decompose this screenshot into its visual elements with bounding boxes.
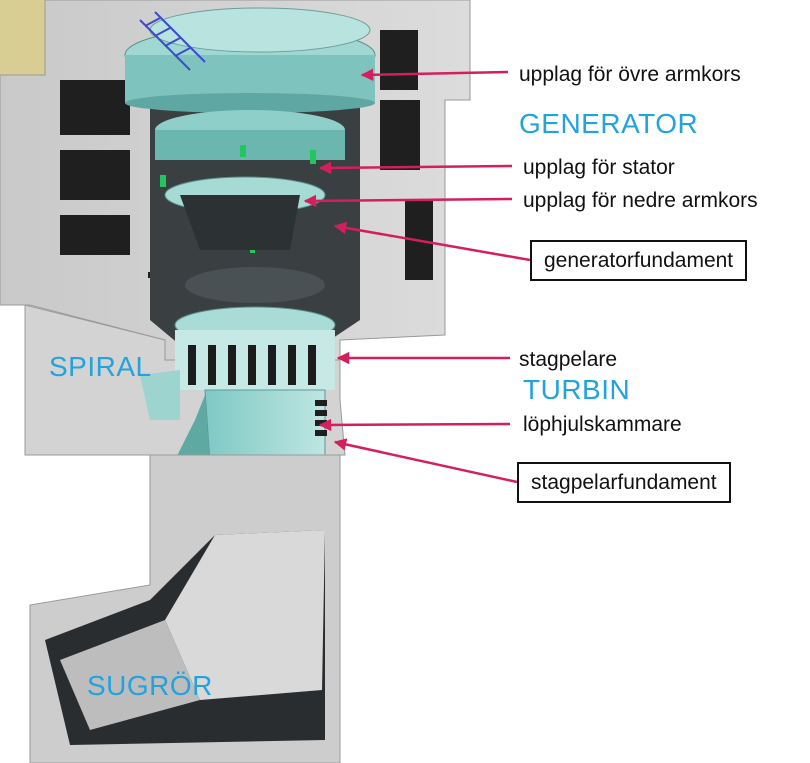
lower-bracket-arms bbox=[180, 195, 300, 250]
label-stagpelarfundament: stagpelarfundament bbox=[517, 462, 731, 503]
section-sugror: SUGRÖR bbox=[87, 670, 213, 701]
stator-body bbox=[155, 130, 345, 160]
arrow-ovre-armkors bbox=[360, 68, 509, 82]
draft-tube-wall bbox=[165, 530, 325, 700]
label-stagpelare: stagpelare bbox=[519, 348, 618, 371]
stay-vanes bbox=[188, 345, 316, 385]
arrow-generatorfundament bbox=[333, 221, 531, 262]
top-platform bbox=[149, 7, 371, 53]
arrow-nedre-armkors bbox=[303, 194, 513, 208]
shaft-housing bbox=[185, 267, 325, 303]
label-upplag-stator: upplag för stator bbox=[523, 156, 675, 179]
section-generator: GENERATOR bbox=[519, 108, 699, 139]
draft-tube-floor bbox=[60, 620, 200, 730]
section-spiral: SPIRAL bbox=[49, 351, 152, 382]
label-lophjulskammare: löphjulskammare bbox=[523, 413, 682, 436]
label-upplag-nedre-armkors: upplag för nedre armkors bbox=[523, 189, 758, 212]
spiral-casing bbox=[140, 370, 180, 420]
callout-arrows bbox=[303, 68, 531, 484]
stair bbox=[139, 11, 206, 71]
wall-panel bbox=[0, 0, 45, 75]
arrow-stator bbox=[318, 161, 513, 175]
label-generatorfundament: generatorfundament bbox=[530, 240, 748, 281]
upper-bracket-rim bbox=[125, 93, 375, 113]
arrow-lophjulskammare bbox=[318, 418, 511, 432]
arrow-stagpelarfundament bbox=[333, 438, 518, 484]
section-turbin: TURBIN bbox=[523, 374, 631, 405]
label-upplag-ovre-armkors: upplag för övre armkors bbox=[519, 63, 741, 86]
